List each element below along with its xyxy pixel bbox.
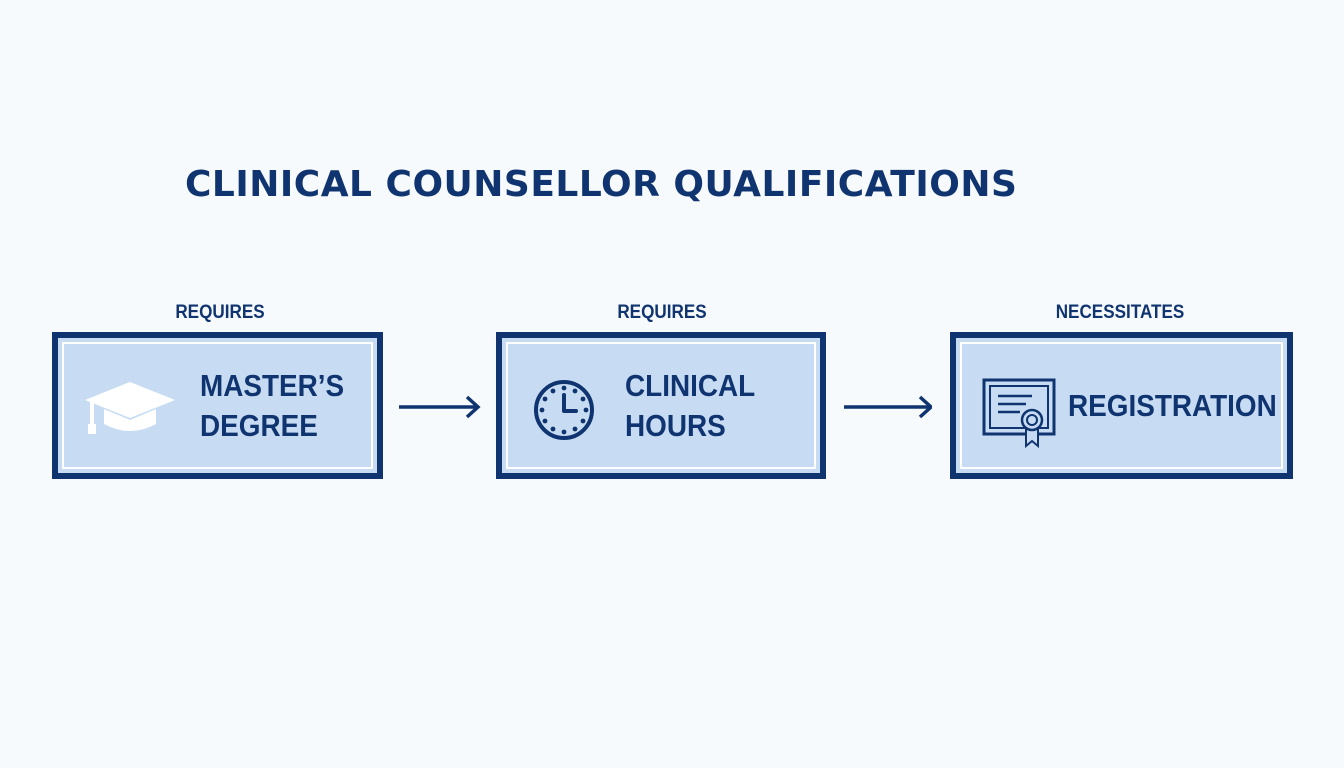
step-2-title-line-1: CLINICAL	[625, 368, 756, 403]
graduation-cap-icon	[80, 376, 180, 440]
step-3-label: NECESSITATES	[1055, 302, 1185, 323]
step-2-label: REQUIRES	[617, 302, 707, 323]
arrow-2	[842, 392, 932, 422]
step-1-label: REQUIRES	[175, 302, 265, 323]
step-2-title-line-2: HOURS	[625, 408, 726, 443]
step-3-card: REGISTRATION	[950, 332, 1293, 479]
step-1-card: MASTER’S DEGREE	[52, 332, 383, 479]
clock-icon	[532, 378, 596, 442]
step-1-title-line-1: MASTER’S	[200, 368, 345, 403]
step-1-title-line-2: DEGREE	[200, 408, 318, 443]
step-1-card-inner-border	[62, 342, 373, 469]
certificate-icon	[980, 376, 1060, 448]
step-2-card: CLINICAL HOURS	[496, 332, 826, 479]
step-1-title: MASTER’S DEGREE	[200, 366, 344, 446]
diagram-title: CLINICAL COUNSELLOR QUALIFICATIONS	[185, 164, 1018, 205]
step-3-title: REGISTRATION	[1068, 386, 1277, 426]
step-2-card-inner-border	[506, 342, 816, 469]
step-3-title-line-1: REGISTRATION	[1068, 388, 1277, 423]
step-3-card-inner-border	[960, 342, 1283, 469]
step-2-title: CLINICAL HOURS	[625, 366, 755, 446]
arrow-1	[397, 392, 487, 422]
